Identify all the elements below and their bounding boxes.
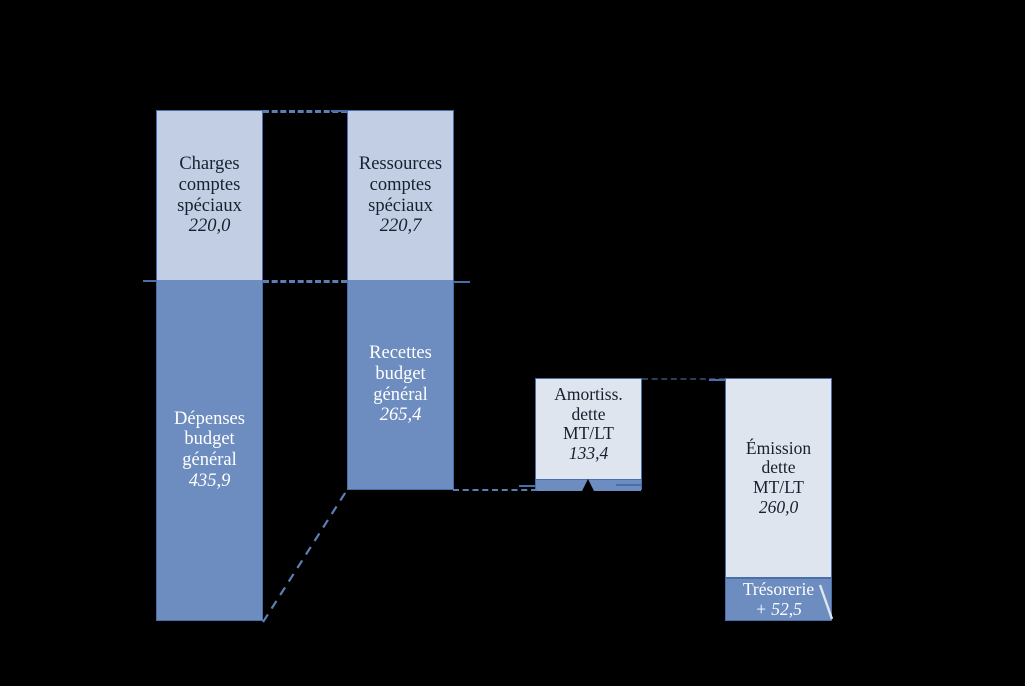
emission-label-line1: Émission xyxy=(745,437,812,458)
charges-label-line1: Charges xyxy=(179,154,240,175)
ressources-label-line3: spéciaux xyxy=(368,195,433,216)
recettes-label-line3: général xyxy=(373,384,428,405)
depenses-label-line1: Dépenses xyxy=(174,408,245,429)
amortissement-label-line1: Amortiss. xyxy=(554,384,623,404)
ressources-label-line2: comptes xyxy=(369,174,432,195)
ressources-value: 220,7 xyxy=(379,216,422,237)
ressources-label-line1: Ressources xyxy=(358,154,443,175)
block-tresorerie: Trésorerie + 52,5 xyxy=(725,578,832,621)
recettes-value: 265,4 xyxy=(379,405,422,426)
amortissement-value: 133,4 xyxy=(568,442,609,463)
connector-top-dashed xyxy=(263,110,347,113)
emission-label-line2: dette xyxy=(761,457,796,478)
tresorerie-label: Trésorerie xyxy=(742,578,815,599)
charges-value: 220,0 xyxy=(188,216,231,237)
emission-value: 260,0 xyxy=(758,496,799,517)
block-ressources-comptes-speciaux: Ressources comptes spéciaux 220,7 xyxy=(347,110,454,280)
tick-emission-head xyxy=(709,379,725,381)
connector-mid-dashed xyxy=(263,280,347,283)
block-recettes-budget-general: Recettes budget général 265,4 xyxy=(347,280,454,490)
tresorerie-value: + 52,5 xyxy=(755,598,802,619)
depenses-value: 435,9 xyxy=(188,470,231,491)
recettes-label-line1: Recettes xyxy=(369,343,432,364)
block-charges-comptes-speciaux: Charges comptes spéciaux 220,0 xyxy=(156,110,263,280)
depenses-label-line2: budget xyxy=(184,429,235,450)
depenses-label-line3: général xyxy=(182,450,237,470)
block-amortissement-dette: Amortiss. dette MT/LT 133,4 xyxy=(535,378,642,490)
tick-left-base xyxy=(519,485,535,487)
tick-amortissement-base xyxy=(616,484,641,486)
block-emission-dette: Émission dette MT/LT 260,0 xyxy=(725,378,832,578)
connector-base-dashed xyxy=(453,489,537,491)
block-depenses-budget-general: Dépenses budget général 435,9 xyxy=(156,280,263,621)
charges-label-line3: spéciaux xyxy=(177,195,242,216)
amortissement-label-line2: dette xyxy=(571,403,606,424)
tick-left-top xyxy=(143,280,157,282)
diagonal-dashed-connector xyxy=(262,489,348,623)
charges-label-line2: comptes xyxy=(178,174,241,195)
tick-col2-head xyxy=(331,110,347,112)
tick-right-top xyxy=(453,281,470,283)
connector-amortissement-emission-dashed xyxy=(642,378,725,380)
emission-label-line3: MT/LT xyxy=(753,477,804,497)
recettes-label-line2: budget xyxy=(375,363,426,384)
amortissement-label-line3: MT/LT xyxy=(563,423,614,444)
